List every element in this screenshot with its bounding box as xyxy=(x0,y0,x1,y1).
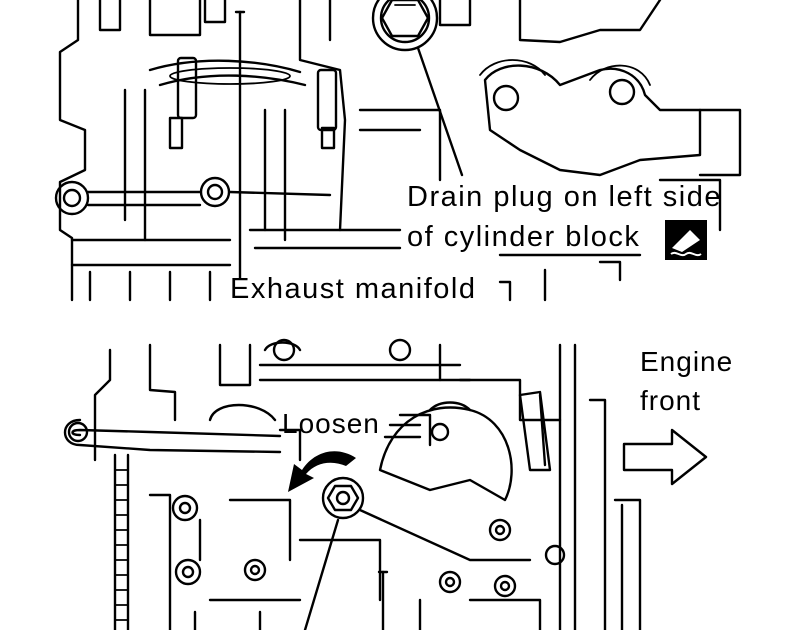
exhaust-manifold-label: Exhaust manifold xyxy=(230,273,476,305)
counterclockwise-arrow-icon xyxy=(288,451,356,492)
right-arrow-icon xyxy=(622,428,708,486)
bottom-panel-engine-drawing xyxy=(63,338,642,630)
drain-cock-bolt xyxy=(321,476,365,520)
liquid-gasket-icon xyxy=(665,220,707,260)
engine-front-label-line1: Engine xyxy=(640,346,733,377)
loosen-label: Loosen xyxy=(282,408,380,439)
top-panel-engine-drawing xyxy=(54,0,742,302)
drain-plug-label-line2: of cylinder block xyxy=(407,221,640,253)
drain-plug-label-line1: Drain plug on left side xyxy=(407,181,722,213)
drain-plug-bolt xyxy=(371,0,439,52)
engine-front-label-line2: front xyxy=(640,385,701,416)
